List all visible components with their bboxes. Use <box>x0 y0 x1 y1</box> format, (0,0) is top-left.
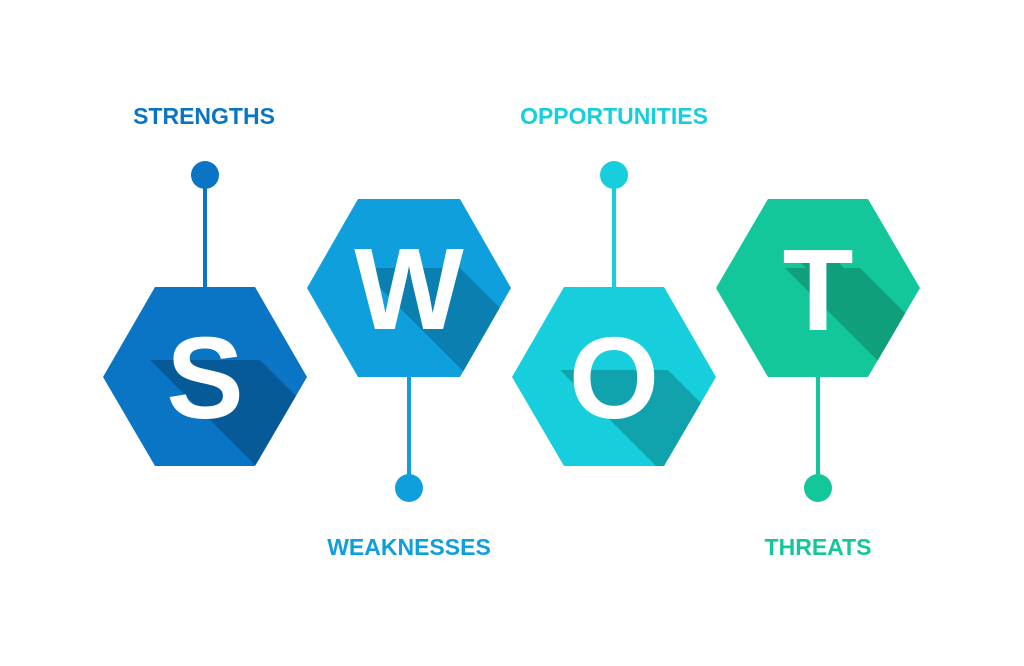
weaknesses-letter: W <box>354 224 464 354</box>
strengths-letter: S <box>166 313 243 443</box>
weaknesses-label: WEAKNESSES <box>327 534 491 560</box>
weaknesses-connector-dot <box>395 474 423 502</box>
strengths-connector-dot <box>191 161 219 189</box>
opportunities-connector-dot <box>600 161 628 189</box>
opportunities-letter: O <box>569 313 659 443</box>
strengths-label: STRENGTHS <box>133 103 275 129</box>
threats-letter: T <box>783 225 854 355</box>
swot-item-threats: T THREATS <box>716 199 920 560</box>
threats-label: THREATS <box>765 534 872 560</box>
threats-connector-dot <box>804 474 832 502</box>
opportunities-label: OPPORTUNITIES <box>520 103 708 129</box>
